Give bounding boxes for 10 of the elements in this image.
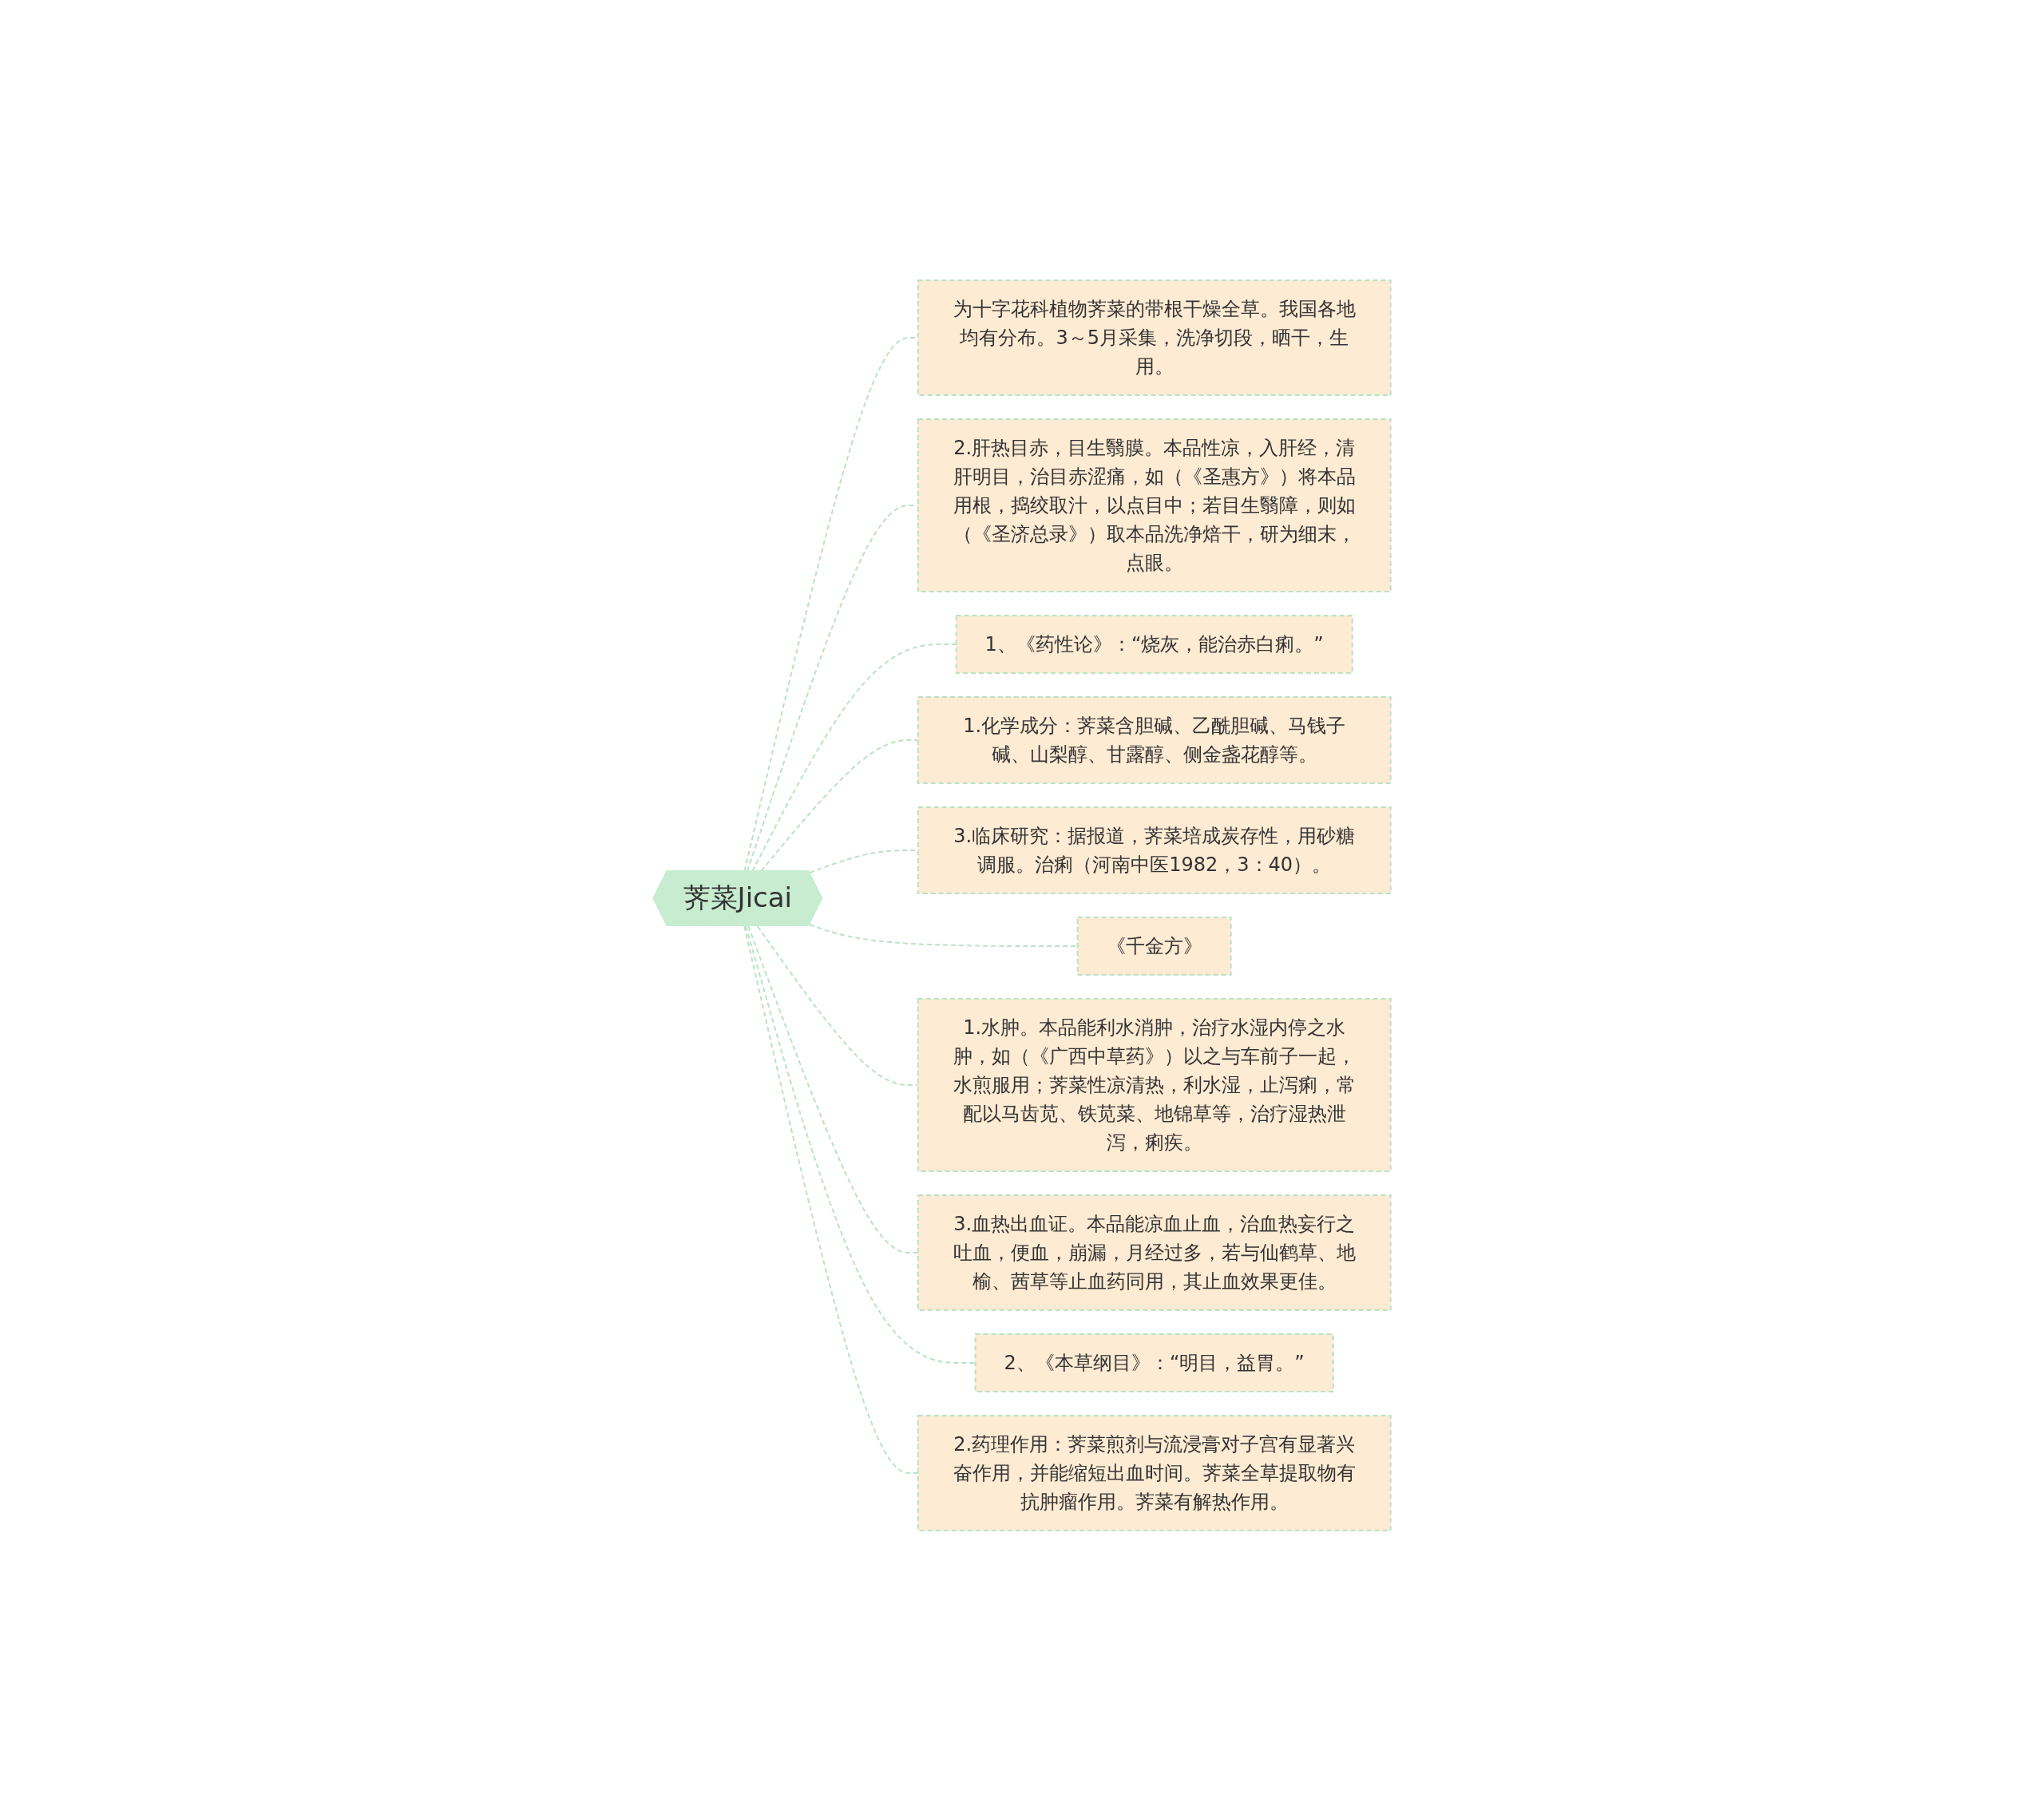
node-box: 1、《药性论》：“烧灰，能治赤白痢。”: [955, 614, 1353, 674]
node-box: 1.化学成分：荠菜含胆碱、乙酰胆碱、马钱子碱、山梨醇、甘露醇、侧金盏花醇等。: [917, 695, 1392, 784]
node-box: 2.肝热目赤，目生翳膜。本品性凉，入肝经，清肝明目，治目赤涩痛，如（《圣惠方》）将本品用根，捣绞取汁，以点目中；若目生翳障，则如（《圣济总录》）取本品洗净焙干，研为细末，点眼。: [917, 418, 1392, 592]
node-box: 为十字花科植物荠菜的带根干燥全草。我国各地均有分布。3～5月采集，洗净切段，晒干，生用。: [917, 279, 1392, 396]
node-box: 3.临床研究：据报道，荠菜培成炭存性，用砂糖调服。治痢（河南中医1982，3：40）。: [917, 806, 1392, 894]
node-box: 3.血热出血证。本品能凉血止血，治血热妄行之吐血，便血，崩漏，月经过多，若与仙鹤草、地榆、茜草等止血药同用，其止血效果更佳。: [917, 1194, 1392, 1311]
node-box: 2.药理作用：荠菜煎剂与流浸膏对子宫有显著兴奋作用，并能缩短出血时间。荠菜全草提取物有抗肿瘤作用。荠菜有解热作用。: [917, 1414, 1392, 1531]
node-box: 《千金方》: [1076, 916, 1232, 976]
node-box: 1.水肿。本品能利水消肿，治疗水湿内停之水肿，如（《广西中草药》）以之与车前子一起，水煎服用；荠菜性凉清热，利水湿，止泻痢，常配以马齿苋、铁苋菜、地锦草等，治疗湿热泄泻，痢疾。: [917, 997, 1392, 1172]
node-box: 2、《本草纲目》：“明目，益胃。”: [974, 1333, 1334, 1392]
